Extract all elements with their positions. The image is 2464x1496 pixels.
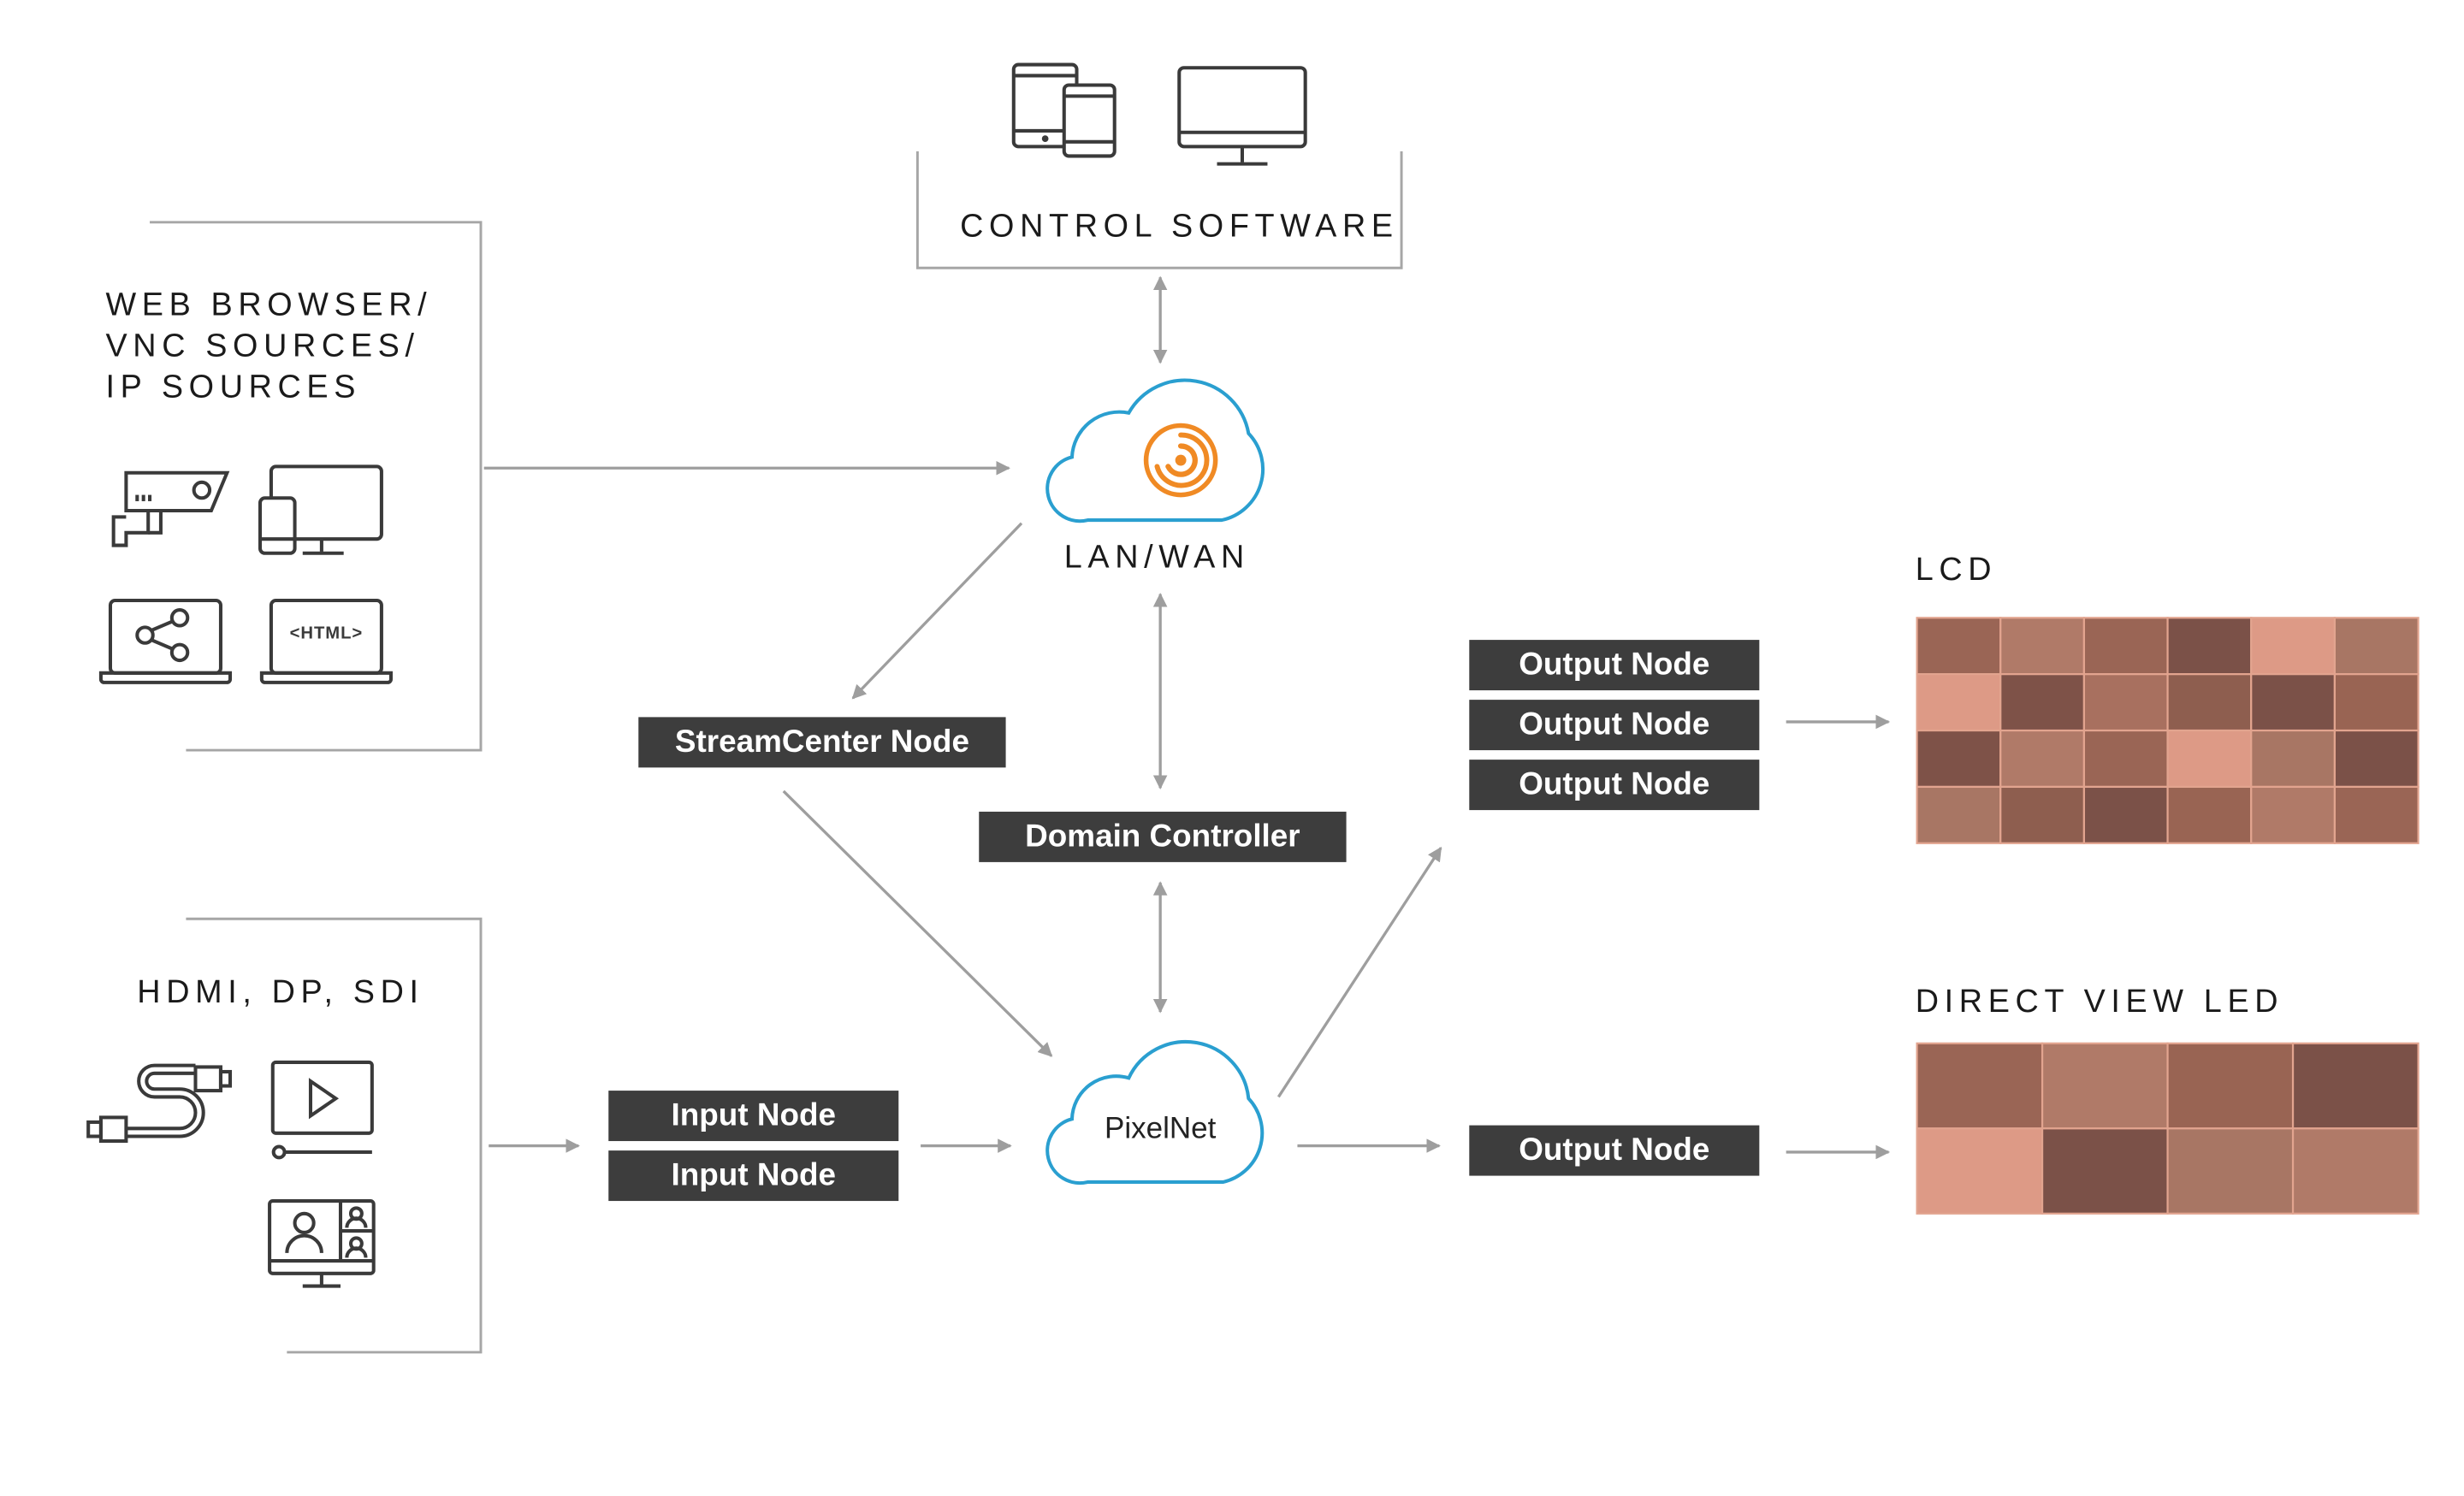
led-tile	[2291, 1127, 2420, 1215]
arrow-streamcenter-to-pixelnet	[782, 789, 1053, 1057]
monitor-icon	[1177, 66, 1307, 166]
lcd-tile	[2250, 729, 2336, 789]
lcd-tile	[2082, 785, 2169, 844]
control-software-bracket	[915, 151, 1403, 269]
led-tile	[1916, 1127, 2044, 1215]
lcd-tile	[1916, 785, 2002, 844]
led-tile	[2291, 1042, 2420, 1130]
lcd-tile	[2250, 785, 2336, 844]
led-tile	[2040, 1127, 2169, 1215]
lcd-tile	[1999, 729, 2086, 789]
lcd-tile	[2082, 673, 2169, 732]
lcd-tile	[2333, 617, 2420, 676]
direct-view-led-label: DIRECT VIEW LED	[1915, 983, 2284, 1020]
lcd-tile	[2166, 673, 2253, 732]
output-node-lcd-1: Output Node	[1469, 640, 1760, 691]
input-node-2: Input Node	[608, 1150, 899, 1202]
web-sources-bracket	[150, 221, 483, 752]
arrow-lan-to-streamcenter	[851, 522, 1023, 700]
lcd-tile	[2333, 785, 2420, 844]
lcd-label: LCD	[1915, 551, 1998, 588]
lcd-tile	[2250, 617, 2336, 676]
laptop-share-icon	[98, 599, 233, 684]
lcd-tile	[2166, 785, 2253, 844]
hdmi-sources-label: HDMI, DP, SDI	[137, 973, 424, 1011]
lcd-tile	[2250, 673, 2336, 732]
domain-controller-node: Domain Controller	[979, 811, 1347, 862]
output-node-led: Output Node	[1469, 1125, 1760, 1176]
video-conference-icon	[268, 1199, 376, 1288]
lan-wan-label: LAN/WAN	[1063, 539, 1250, 576]
control-software-label: CONTROL SOFTWARE	[960, 208, 1399, 245]
direct-view-led-wall	[1916, 1042, 2420, 1215]
lcd-tile	[1999, 785, 2086, 844]
lcd-tile	[2333, 729, 2420, 789]
led-tile	[2166, 1127, 2295, 1215]
led-tile	[1916, 1042, 2044, 1130]
pixelnet-cloud	[1045, 1039, 1265, 1186]
arrow-pixelnet-to-lcd-outputs	[1276, 846, 1442, 1098]
output-node-lcd-3: Output Node	[1469, 760, 1760, 811]
lan-wan-cloud	[1045, 378, 1265, 523]
output-node-lcd-2: Output Node	[1469, 700, 1760, 751]
security-camera-icon	[111, 470, 230, 547]
html-tag-text: <HTML>	[289, 624, 364, 643]
lcd-wall	[1916, 617, 2420, 844]
lcd-tile	[2082, 617, 2169, 676]
lcd-tile	[1916, 617, 2002, 676]
lcd-tile	[2082, 729, 2169, 789]
video-player-icon	[270, 1060, 374, 1160]
lcd-tile	[2166, 617, 2253, 676]
laptop-html-icon	[259, 599, 393, 684]
pixelnet-label: PixelNet	[1104, 1112, 1217, 1146]
led-tile	[2040, 1042, 2169, 1130]
input-node-1: Input Node	[608, 1091, 899, 1142]
lcd-tile	[1999, 617, 2086, 676]
usb-hdmi-cable-icon	[86, 1063, 233, 1144]
lcd-tile	[2333, 673, 2420, 732]
web-sources-label: WEB BROWSER/ VNC SOURCES/ IP SOURCES	[105, 287, 433, 405]
lcd-tile	[1999, 673, 2086, 732]
led-tile	[2166, 1042, 2295, 1130]
lcd-tile	[2166, 729, 2253, 789]
streamcenter-node: StreamCenter Node	[638, 717, 1006, 768]
pixelnet-logo-icon	[1143, 423, 1218, 498]
tablet-phone-icon	[1011, 62, 1116, 158]
phone-monitor-icon	[258, 464, 383, 555]
lcd-tile	[1916, 673, 2002, 732]
lcd-tile	[1916, 729, 2002, 789]
hdmi-sources-bracket	[186, 917, 483, 1354]
